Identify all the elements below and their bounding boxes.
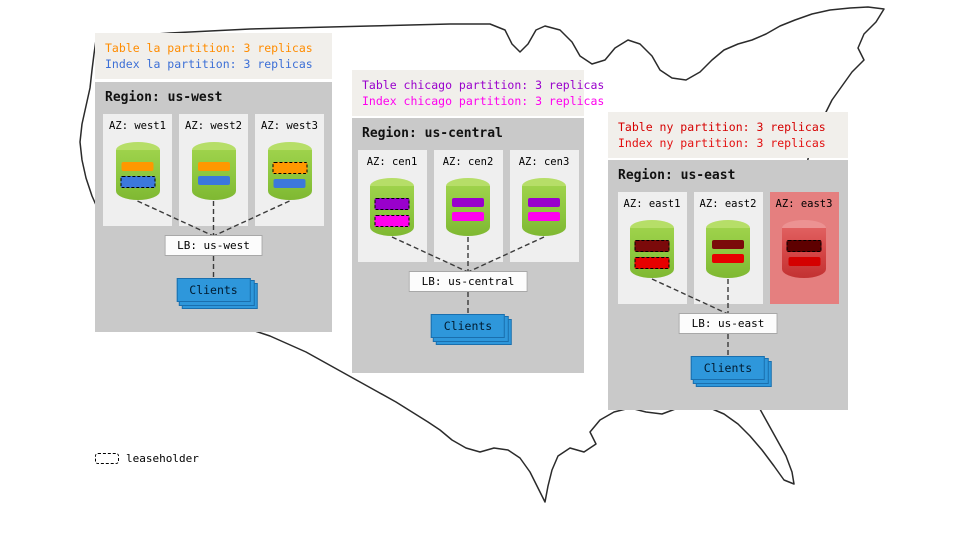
- clients-box: Clients: [430, 314, 506, 338]
- replica-bar: [197, 162, 230, 171]
- cylinder-body: [630, 228, 674, 278]
- cylinder-body: [522, 186, 566, 236]
- load-balancer-us-west: LB: us-west: [164, 235, 263, 256]
- cylinder-body: [370, 186, 414, 236]
- replica-bars: [786, 240, 822, 266]
- annotation-us-central: Table chicago partition: 3 replicas Inde…: [352, 70, 605, 116]
- replica-bar-leaseholder: [374, 215, 410, 227]
- az-row: AZ: west1 AZ: west2 AZ: west3: [95, 114, 332, 226]
- region-us-east: Region: us-east AZ: east1 AZ: east2 AZ: …: [608, 160, 848, 410]
- cylinder-body: [115, 150, 160, 200]
- az-label: AZ: west1: [109, 120, 166, 132]
- annotation-us-west: Table la partition: 3 replicas Index la …: [95, 33, 332, 79]
- replica-bar-leaseholder: [634, 240, 670, 252]
- replica-bar-leaseholder: [374, 198, 410, 210]
- replica-bar: [528, 198, 560, 207]
- az-label: AZ: west3: [261, 120, 318, 132]
- az-label: AZ: cen3: [518, 156, 570, 168]
- replica-bar: [197, 176, 230, 185]
- region-title: Region: us-central: [362, 126, 503, 141]
- replica-bar: [273, 179, 306, 188]
- az-box-east2: AZ: east2: [693, 192, 763, 304]
- cylinder-body: [191, 150, 236, 200]
- az-box-west1: AZ: west1: [103, 114, 172, 226]
- cylinder-body: [267, 150, 312, 200]
- replica-bar-leaseholder: [786, 240, 822, 252]
- region-us-central: Region: us-central AZ: cen1 AZ: cen2 AZ:…: [352, 118, 584, 373]
- az-box-cen3: AZ: cen3: [509, 150, 579, 262]
- load-balancer-us-east: LB: us-east: [678, 313, 778, 334]
- annotation-table-line: Table la partition: 3 replicas: [105, 41, 313, 55]
- replica-bars: [272, 162, 307, 188]
- replica-bar: [528, 212, 560, 221]
- az-label: AZ: east2: [699, 198, 757, 210]
- az-label: AZ: cen1: [366, 156, 418, 168]
- annotation-index-line: Index ny partition: 3 replicas: [618, 136, 826, 150]
- az-box-east3-failed: AZ: east3: [769, 192, 839, 304]
- cylinder-body: [706, 228, 750, 278]
- replica-bar: [452, 212, 484, 221]
- replica-bars: [634, 240, 670, 269]
- region-title: Region: us-east: [618, 168, 736, 183]
- database-cylinder: [446, 178, 490, 236]
- replica-bar-leaseholder: [272, 162, 307, 174]
- replica-bar: [712, 240, 744, 249]
- replica-bar: [452, 198, 484, 207]
- az-box-cen2: AZ: cen2: [433, 150, 503, 262]
- replica-bars: [197, 162, 230, 185]
- annotation-us-east: Table ny partition: 3 replicas Index ny …: [608, 112, 848, 158]
- database-cylinder: [782, 220, 826, 278]
- annotation-index-line: Index la partition: 3 replicas: [105, 57, 313, 71]
- clients-box: Clients: [176, 278, 251, 302]
- annotation-table-line: Table ny partition: 3 replicas: [618, 120, 826, 134]
- database-cylinder: [267, 142, 312, 200]
- database-cylinder: [630, 220, 674, 278]
- replica-bars: [374, 198, 410, 227]
- region-us-west: Region: us-west AZ: west1 AZ: west2 AZ: …: [95, 82, 332, 332]
- annotation-index-line: Index chicago partition: 3 replicas: [362, 94, 605, 108]
- leaseholder-swatch-icon: [95, 453, 119, 464]
- az-label: AZ: cen2: [442, 156, 494, 168]
- replica-bars: [528, 198, 560, 221]
- database-cylinder: [370, 178, 414, 236]
- clients-box: Clients: [690, 356, 766, 380]
- replica-bar: [121, 162, 154, 171]
- replica-bar: [788, 257, 820, 266]
- az-label: AZ: east3: [775, 198, 833, 210]
- annotation-table-line: Table chicago partition: 3 replicas: [362, 78, 605, 92]
- cylinder-body: [782, 228, 826, 278]
- replica-bars: [712, 240, 744, 263]
- az-box-west2: AZ: west2: [179, 114, 248, 226]
- az-box-east1: AZ: east1: [617, 192, 687, 304]
- database-cylinder: [522, 178, 566, 236]
- replica-bars: [120, 162, 155, 188]
- az-box-west3: AZ: west3: [255, 114, 324, 226]
- region-title: Region: us-west: [105, 90, 223, 105]
- cylinder-body: [446, 186, 490, 236]
- database-cylinder: [191, 142, 236, 200]
- replica-bar-leaseholder: [634, 257, 670, 269]
- az-row: AZ: east1 AZ: east2 AZ: east3: [608, 192, 848, 304]
- load-balancer-us-central: LB: us-central: [408, 271, 528, 292]
- az-label: AZ: east1: [623, 198, 681, 210]
- legend: leaseholder: [95, 452, 199, 465]
- database-cylinder: [706, 220, 750, 278]
- replica-bar: [712, 254, 744, 263]
- az-box-cen1: AZ: cen1: [357, 150, 427, 262]
- az-row: AZ: cen1 AZ: cen2 AZ: cen3: [352, 150, 584, 262]
- database-cylinder: [115, 142, 160, 200]
- replica-bar-leaseholder: [120, 176, 155, 188]
- az-label: AZ: west2: [185, 120, 242, 132]
- legend-label: leaseholder: [126, 452, 199, 465]
- replica-bars: [452, 198, 484, 221]
